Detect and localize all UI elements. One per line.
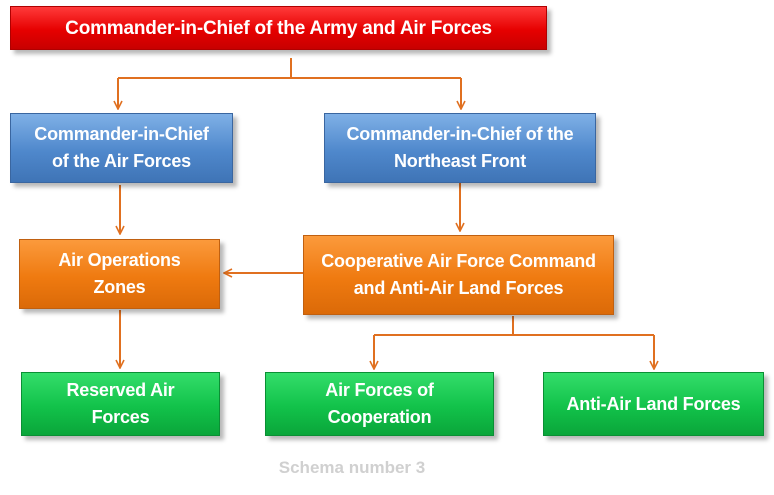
commander-air-forces-box: Commander-in-Chief of the Air Forces (10, 113, 233, 183)
commander-army-air-forces-box: Commander-in-Chief of the Army and Air F… (10, 6, 547, 50)
cooperative-command-box: Cooperative Air Force Command and Anti-A… (303, 235, 614, 315)
commander-northeast-front-box: Commander-in-Chief of the Northeast Fron… (324, 113, 596, 183)
commander-air-forces-label-line1: Commander-in-Chief (34, 124, 209, 144)
air-forces-cooperation-label-line2: Cooperation (327, 407, 432, 427)
reserved-air-forces-label: Reserved Air Forces (67, 377, 175, 431)
air-operations-zones-label-line1: Air Operations (58, 250, 181, 270)
commander-air-forces-label: Commander-in-Chief of the Air Forces (34, 121, 209, 175)
commander-northeast-front-label-line2: Northeast Front (393, 151, 526, 171)
reserved-air-forces-label-line1: Reserved Air (66, 380, 175, 400)
cooperative-command-label: Cooperative Air Force Command and Anti-A… (321, 248, 596, 302)
schema-caption: Schema number 3 (278, 458, 426, 477)
commander-air-forces-label-line2: of the Air Forces (52, 151, 191, 171)
cooperative-command-label-line2: and Anti-Air Land Forces (353, 278, 564, 298)
anti-air-land-forces-box: Anti-Air Land Forces (543, 372, 764, 436)
air-operations-zones-label-line2: Zones (93, 277, 146, 297)
anti-air-land-forces-label: Anti-Air Land Forces (566, 393, 741, 414)
air-operations-zones-label: Air Operations Zones (58, 247, 180, 301)
air-operations-zones-box: Air Operations Zones (19, 239, 220, 309)
commander-northeast-front-label: Commander-in-Chief of the Northeast Fron… (347, 121, 574, 175)
reserved-air-forces-label-line2: Forces (91, 407, 150, 427)
commander-northeast-front-label-line1: Commander-in-Chief of the (346, 124, 574, 144)
commander-army-air-forces-label: Commander-in-Chief of the Army and Air F… (65, 17, 492, 39)
air-forces-cooperation-label: Air Forces of Cooperation (325, 377, 434, 431)
reserved-air-forces-box: Reserved Air Forces (21, 372, 220, 436)
air-forces-cooperation-label-line1: Air Forces of (325, 380, 434, 400)
air-forces-cooperation-box: Air Forces of Cooperation (265, 372, 494, 436)
cooperative-command-label-line1: Cooperative Air Force Command (321, 251, 596, 271)
